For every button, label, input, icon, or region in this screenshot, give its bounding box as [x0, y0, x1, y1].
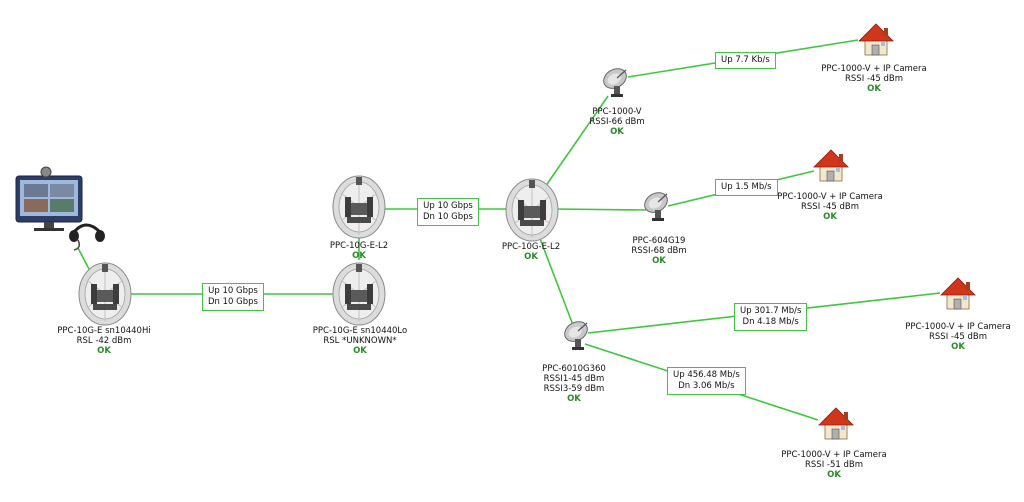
house-2-name: PPC-1000-V + IP Camera: [777, 192, 883, 202]
radio-c-name: PPC-10G-E-L2: [329, 241, 389, 251]
house-2-icon[interactable]: [813, 149, 849, 182]
radio-a-icon[interactable]: [78, 262, 132, 326]
radio-c-label: PPC-10G-E-L2 OK: [330, 241, 388, 261]
link-label-d3-h4-up: Up 456.48 Mb/s: [673, 370, 740, 380]
link-label-d3-h4: Up 456.48 Mb/s Dn 3.06 Mb/s: [667, 367, 746, 395]
house-3-name: PPC-1000-V + IP Camera: [905, 322, 1011, 332]
house-4-name: PPC-1000-V + IP Camera: [781, 450, 887, 460]
dish-2-icon[interactable]: [640, 188, 672, 222]
radio-b-status: OK: [353, 346, 367, 356]
link-label-d3-h4-dn: Dn 3.06 Mb/s: [678, 381, 735, 391]
link-label-ab-up: Up 10 Gbps: [208, 286, 258, 296]
dish-1-name: PPC-1000-V: [592, 107, 642, 117]
link-label-cd-up: Up 10 Gbps: [423, 201, 473, 211]
radio-d-label: PPC-10G-E-L2 OK: [502, 242, 560, 262]
link-label-d3-h3: Up 301.7 Mb/s Dn 4.18 Mb/s: [734, 303, 808, 331]
computer-with-headset-icon[interactable]: [15, 166, 105, 251]
link-radio-d-dish-2[interactable]: [555, 208, 647, 211]
radio-a-rsl: RSL -42 dBm: [76, 336, 132, 346]
house-3-label: PPC-1000-V + IP Camera RSSI -45 dBm OK: [905, 322, 1011, 352]
link-radio-d-dish-3[interactable]: [538, 235, 574, 326]
dish-1-status: OK: [610, 127, 624, 137]
link-label-d2-h2-up: Up 1.5 Mb/s: [721, 182, 772, 192]
link-label-d3-h3-up: Up 301.7 Mb/s: [740, 306, 802, 316]
house-3-status: OK: [951, 342, 965, 352]
link-label-ab-dn: Dn 10 Gbps: [208, 297, 258, 307]
house-2-label: PPC-1000-V + IP Camera RSSI -45 dBm OK: [777, 192, 883, 222]
house-4-rssi: RSSI -51 dBm: [805, 460, 863, 470]
radio-d-name: PPC-10G-E-L2: [501, 242, 561, 252]
house-2-rssi: RSSI -45 dBm: [801, 202, 859, 212]
link-label-d1-h1-up: Up 7.7 Kb/s: [721, 55, 770, 65]
radio-c-status: OK: [352, 251, 366, 261]
house-1-name: PPC-1000-V + IP Camera: [821, 64, 927, 74]
house-1-icon[interactable]: [858, 23, 894, 56]
radio-a-label: PPC-10G-E sn10440Hi RSL -42 dBm OK: [57, 326, 150, 356]
dish-3-rssi3: RSSI3-59 dBm: [543, 384, 605, 394]
link-label-d3-h3-dn: Dn 4.18 Mb/s: [742, 317, 799, 327]
dish-2-rssi: RSSI-68 dBm: [631, 246, 687, 256]
link-label-cd-dn: Dn 10 Gbps: [423, 212, 473, 222]
dish-3-status: OK: [567, 394, 581, 404]
house-1-rssi: RSSI -45 dBm: [845, 74, 903, 84]
radio-d-icon[interactable]: [505, 178, 559, 242]
house-4-icon[interactable]: [818, 407, 854, 440]
dish-3-label: PPC-6010G360 RSSI1-45 dBm RSSI3-59 dBm O…: [542, 364, 606, 404]
link-label-d2-h2: Up 1.5 Mb/s: [715, 179, 778, 196]
dish-2-name: PPC-604G19: [632, 236, 686, 246]
link-label-ab: Up 10 Gbps Dn 10 Gbps: [202, 283, 264, 311]
house-4-status: OK: [827, 470, 841, 480]
radio-b-rsl: RSL *UNKNOWN*: [323, 336, 397, 346]
link-label-cd: Up 10 Gbps Dn 10 Gbps: [417, 198, 479, 226]
radio-b-label: PPC-10G-E sn10440Lo RSL *UNKNOWN* OK: [313, 326, 407, 356]
dish-2-label: PPC-604G19 RSSI-68 dBm OK: [631, 236, 686, 266]
dish-1-label: PPC-1000-V RSSI-66 dBm OK: [589, 107, 644, 137]
house-3-rssi: RSSI -45 dBm: [929, 332, 987, 342]
house-3-icon[interactable]: [940, 277, 976, 310]
house-4-label: PPC-1000-V + IP Camera RSSI -51 dBm OK: [781, 450, 887, 480]
link-label-d1-h1: Up 7.7 Kb/s: [715, 52, 776, 69]
radio-b-icon[interactable]: [332, 262, 386, 326]
dish-3-name: PPC-6010G360: [542, 364, 606, 374]
dish-3-rssi1: RSSI1-45 dBm: [543, 374, 605, 384]
radio-a-name: PPC-10G-E sn10440Hi: [57, 326, 151, 336]
radio-c-icon[interactable]: [332, 175, 386, 239]
house-1-status: OK: [867, 84, 881, 94]
link-radio-d-dish-1[interactable]: [544, 95, 609, 188]
dish-1-rssi: RSSI-66 dBm: [589, 117, 645, 127]
radio-d-status: OK: [524, 252, 538, 262]
house-1-label: PPC-1000-V + IP Camera RSSI -45 dBm OK: [821, 64, 927, 94]
house-2-status: OK: [823, 212, 837, 222]
radio-a-status: OK: [97, 346, 111, 356]
dish-2-status: OK: [652, 256, 666, 266]
radio-b-name: PPC-10G-E sn10440Lo: [312, 326, 408, 336]
dish-1-icon[interactable]: [599, 64, 631, 98]
